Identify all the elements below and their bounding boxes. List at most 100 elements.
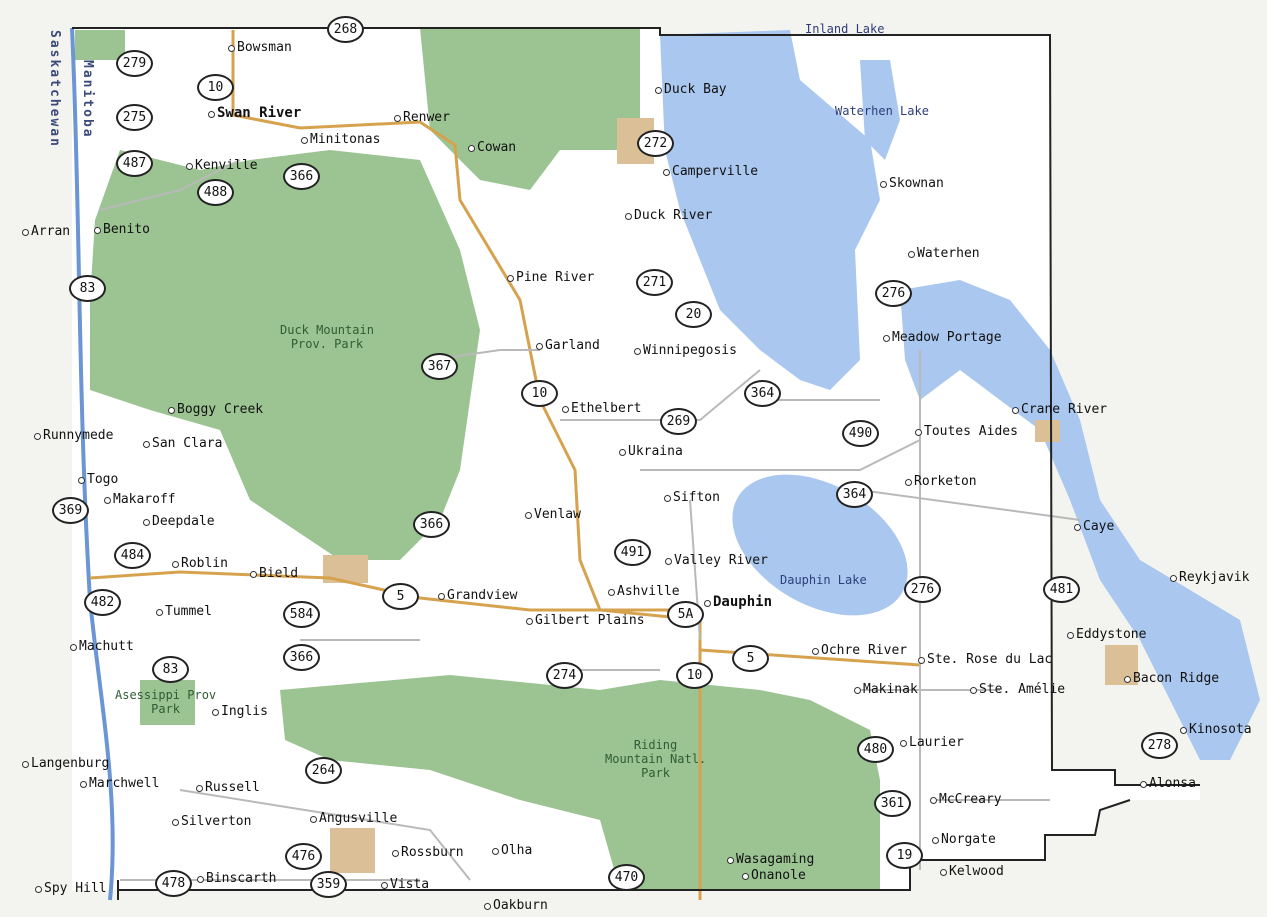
city-label[interactable]: Dauphin: [704, 595, 772, 610]
town-label[interactable]: San Clara: [143, 436, 222, 451]
highway-shield[interactable]: 264: [305, 757, 342, 784]
town-label[interactable]: Waterhen: [908, 246, 980, 261]
town-label[interactable]: Kelwood: [940, 864, 1004, 879]
town-label[interactable]: Marchwell: [80, 776, 159, 791]
highway-shield[interactable]: 364: [744, 380, 781, 407]
highway-shield[interactable]: 276: [875, 280, 912, 307]
town-label[interactable]: Machutt: [70, 639, 134, 654]
highway-shield[interactable]: 5: [382, 583, 419, 610]
town-label[interactable]: Skownan: [880, 176, 944, 191]
highway-shield[interactable]: 476: [285, 843, 322, 870]
town-label[interactable]: Grandview: [438, 588, 517, 603]
town-label[interactable]: Garland: [536, 338, 600, 353]
town-label[interactable]: Duck Bay: [655, 82, 727, 97]
highway-shield[interactable]: 484: [114, 542, 151, 569]
town-label[interactable]: Tummel: [156, 604, 212, 619]
highway-shield[interactable]: 488: [197, 179, 234, 206]
highway-shield[interactable]: 268: [327, 16, 364, 43]
town-label[interactable]: Olha: [492, 843, 532, 858]
town-label[interactable]: Winnipegosis: [634, 343, 737, 358]
highway-shield[interactable]: 83: [152, 656, 189, 683]
town-label[interactable]: Russell: [196, 780, 260, 795]
town-label[interactable]: Minitonas: [301, 132, 380, 147]
town-label[interactable]: Crane River: [1012, 402, 1107, 417]
town-label[interactable]: Kinosota: [1180, 722, 1252, 737]
town-label[interactable]: Rossburn: [392, 845, 464, 860]
town-label[interactable]: Sifton: [664, 490, 720, 505]
town-label[interactable]: Ashville: [608, 584, 680, 599]
town-label[interactable]: Wasagaming: [727, 852, 814, 867]
highway-shield[interactable]: 480: [857, 736, 894, 763]
town-label[interactable]: Arran: [22, 224, 70, 239]
town-label[interactable]: Bield: [250, 566, 298, 581]
highway-shield[interactable]: 274: [546, 662, 583, 689]
highway-shield[interactable]: 366: [413, 511, 450, 538]
town-label[interactable]: Cowan: [468, 140, 516, 155]
town-label[interactable]: Ste. Rose du Lac: [918, 652, 1052, 667]
town-label[interactable]: Langenburg: [22, 756, 109, 771]
highway-shield[interactable]: 5: [732, 645, 769, 672]
highway-shield[interactable]: 10: [521, 380, 558, 407]
highway-shield[interactable]: 275: [116, 104, 153, 131]
highway-shield[interactable]: 366: [283, 644, 320, 671]
highway-shield[interactable]: 271: [636, 269, 673, 296]
highway-shield[interactable]: 584: [283, 601, 320, 628]
city-label[interactable]: Swan River: [208, 106, 301, 121]
town-label[interactable]: Meadow Portage: [883, 330, 1002, 345]
town-label[interactable]: Duck River: [625, 208, 712, 223]
town-label[interactable]: Makaroff: [104, 492, 176, 507]
highway-shield[interactable]: 359: [310, 871, 347, 898]
highway-shield[interactable]: 481: [1043, 576, 1080, 603]
highway-shield[interactable]: 491: [614, 539, 651, 566]
town-label[interactable]: Reykjavik: [1170, 570, 1249, 585]
town-label[interactable]: Inglis: [212, 704, 268, 719]
highway-shield[interactable]: 470: [608, 864, 645, 891]
town-label[interactable]: Silverton: [172, 814, 251, 829]
town-label[interactable]: Rorketon: [905, 474, 977, 489]
town-label[interactable]: McCreary: [930, 792, 1002, 807]
town-label[interactable]: Caye: [1074, 519, 1114, 534]
highway-shield[interactable]: 490: [842, 420, 879, 447]
highway-shield[interactable]: 478: [155, 870, 192, 897]
highway-shield[interactable]: 367: [421, 353, 458, 380]
town-label[interactable]: Renwer: [394, 110, 450, 125]
highway-shield[interactable]: 19: [886, 842, 923, 869]
highway-shield[interactable]: 487: [116, 150, 153, 177]
town-label[interactable]: Binscarth: [197, 871, 276, 886]
highway-shield[interactable]: 276: [904, 576, 941, 603]
highway-shield[interactable]: 278: [1141, 732, 1178, 759]
town-label[interactable]: Ste. Amélie: [970, 682, 1065, 697]
highway-shield[interactable]: 10: [197, 74, 234, 101]
highway-shield[interactable]: 361: [874, 790, 911, 817]
town-label[interactable]: Ochre River: [812, 643, 907, 658]
town-label[interactable]: Ethelbert: [562, 401, 641, 416]
town-label[interactable]: Kenville: [186, 158, 258, 173]
highway-shield[interactable]: 20: [675, 301, 712, 328]
town-label[interactable]: Eddystone: [1067, 627, 1146, 642]
town-label[interactable]: Makinak: [854, 682, 918, 697]
highway-shield[interactable]: 482: [84, 589, 121, 616]
town-label[interactable]: Oakburn: [484, 898, 548, 913]
town-label[interactable]: Bowsman: [228, 40, 292, 55]
town-label[interactable]: Onanole: [742, 868, 806, 883]
town-label[interactable]: Toutes Aides: [915, 424, 1018, 439]
highway-shield[interactable]: 366: [283, 163, 320, 190]
highway-shield[interactable]: 272: [637, 130, 674, 157]
town-label[interactable]: Pine River: [507, 270, 594, 285]
town-label[interactable]: Boggy Creek: [168, 402, 263, 417]
highway-shield[interactable]: 369: [52, 497, 89, 524]
town-label[interactable]: Vista: [381, 877, 429, 892]
town-label[interactable]: Gilbert Plains: [526, 613, 645, 628]
highway-shield[interactable]: 364: [836, 481, 873, 508]
town-label[interactable]: Spy Hill: [35, 881, 107, 896]
town-label[interactable]: Deepdale: [143, 514, 215, 529]
town-label[interactable]: Alonsa: [1140, 776, 1196, 791]
highway-shield[interactable]: 5A: [667, 601, 704, 628]
highway-shield[interactable]: 10: [676, 662, 713, 689]
town-label[interactable]: Camperville: [663, 164, 758, 179]
highway-shield[interactable]: 279: [116, 50, 153, 77]
town-label[interactable]: Norgate: [932, 832, 996, 847]
town-label[interactable]: Laurier: [900, 735, 964, 750]
